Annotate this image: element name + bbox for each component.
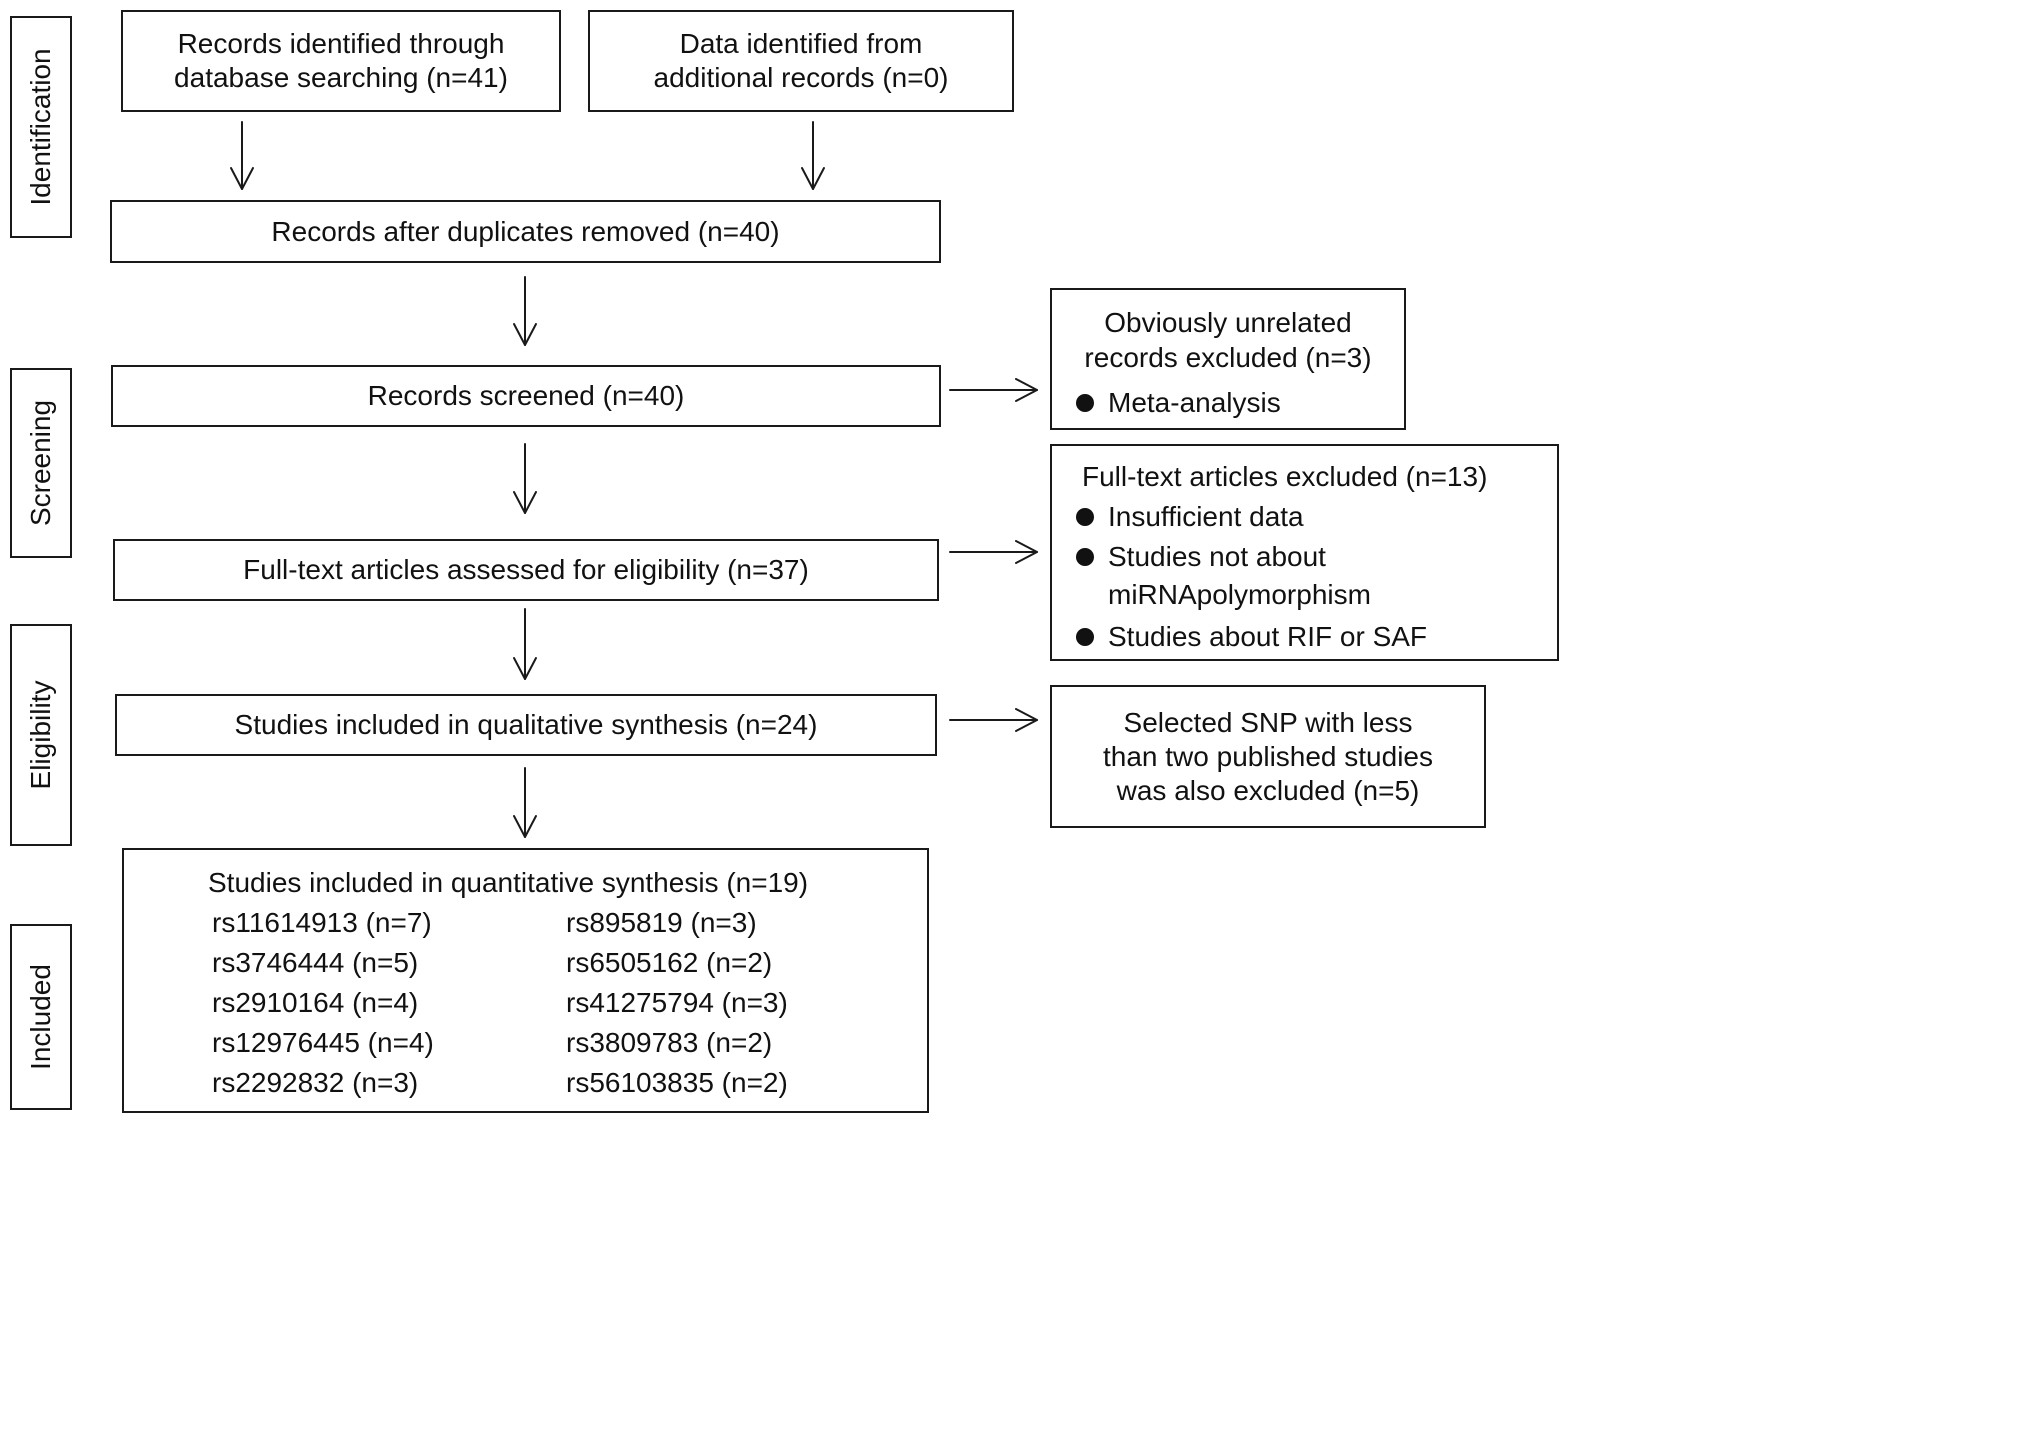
box-quantitative-synthesis: Studies included in quantitative synthes… — [122, 848, 929, 1113]
snp-right-2: rs6505162 (n=2) — [566, 947, 773, 978]
after-duplicates-text: Records after duplicates removed (n=40) — [271, 215, 780, 247]
phase-screening: Screening — [10, 368, 72, 558]
snp-right-4: rs3809783 (n=2) — [566, 1027, 773, 1058]
snp-left-3: rs2910164 (n=4) — [212, 987, 419, 1018]
additional-records-line2: additional records (n=0) — [653, 62, 949, 93]
arrow-database-to-duplicates — [230, 121, 254, 190]
bullet-rif-or-saf: Studies about RIF or SAF — [1076, 620, 1427, 654]
phase-eligibility: Eligibility — [10, 624, 72, 846]
bullet-dot — [1076, 508, 1094, 526]
box-excluded-unrelated: Obviously unrelated records excluded (n=… — [1050, 288, 1406, 430]
bullet-not-about-mirna: Studies not about — [1076, 540, 1326, 574]
arrow-screened-to-full-text — [513, 443, 537, 514]
excluded-unrelated-line2: records excluded (n=3) — [1084, 342, 1372, 373]
phase-included: Included — [10, 924, 72, 1110]
snp-left-5: rs2292832 (n=3) — [212, 1067, 419, 1098]
arrow-full-text-to-excluded — [949, 540, 1038, 564]
box-excluded-snp: Selected SNP with less than two publishe… — [1050, 685, 1486, 828]
snp-left-1: rs11614913 (n=7) — [212, 907, 432, 938]
flow-arrows — [230, 121, 1038, 838]
qualitative-synthesis-text: Studies included in qualitative synthesi… — [234, 709, 818, 740]
arrow-additional-to-duplicates — [801, 121, 825, 190]
arrow-qualitative-to-excluded — [949, 708, 1038, 732]
box-excluded-full-text: Full-text articles excluded (n=13) Insuf… — [1050, 444, 1559, 661]
snp-right-5: rs56103835 (n=2) — [566, 1067, 788, 1098]
database-records-line2: database searching (n=41) — [174, 62, 508, 93]
snp-left-4: rs12976445 (n=4) — [212, 1027, 434, 1058]
additional-records-line1: Data identified from — [679, 28, 923, 59]
arrow-screened-to-excluded — [949, 378, 1038, 402]
excluded-snp-line3: was also excluded (n=5) — [1116, 774, 1420, 806]
bullet-meta-analysis: Meta-analysis — [1076, 386, 1281, 420]
excluded-unrelated-line1: Obviously unrelated — [1104, 307, 1352, 338]
full-text-assessed-text: Full-text articles assessed for eligibil… — [243, 554, 809, 585]
excluded-snp-line2: than two published studies — [1103, 740, 1433, 772]
phase-identification: Identification — [10, 16, 72, 238]
box-records-screened: Records screened (n=40) — [111, 365, 941, 427]
arrow-full-text-to-qualitative — [513, 608, 537, 680]
bullet-rif-or-saf-text: Studies about RIF or SAF — [1108, 621, 1428, 652]
snp-right-3: rs41275794 (n=3) — [566, 987, 788, 1018]
bullet-insufficient-data: Insufficient data — [1076, 500, 1304, 534]
excluded-full-text-title: Full-text articles excluded (n=13) — [1082, 461, 1488, 492]
arrow-duplicates-to-screened — [513, 276, 537, 346]
snp-right-1: rs895819 (n=3) — [566, 907, 757, 938]
box-qualitative-synthesis: Studies included in qualitative synthesi… — [115, 694, 937, 756]
bullet-not-about-mirna-line2: miRNApolymorphism — [1108, 579, 1371, 610]
box-after-duplicates: Records after duplicates removed (n=40) — [110, 200, 941, 263]
bullet-dot — [1076, 394, 1094, 412]
arrow-qualitative-to-quantitative — [513, 767, 537, 838]
snp-left-2: rs3746444 (n=5) — [212, 947, 419, 978]
bullet-dot — [1076, 548, 1094, 566]
excluded-snp-line1: Selected SNP with less — [1123, 706, 1413, 738]
box-database-records: Records identified through database sear… — [121, 10, 561, 112]
bullet-meta-analysis-text: Meta-analysis — [1108, 387, 1281, 418]
quantitative-synthesis-title: Studies included in quantitative synthes… — [208, 867, 809, 898]
box-full-text-assessed: Full-text articles assessed for eligibil… — [113, 539, 939, 601]
bullet-not-about-mirna-line1: Studies not about — [1108, 541, 1326, 572]
bullet-dot — [1076, 628, 1094, 646]
records-screened-text: Records screened (n=40) — [367, 380, 685, 411]
bullet-insufficient-data-text: Insufficient data — [1108, 501, 1304, 532]
database-records-line1: Records identified through — [177, 28, 505, 59]
box-additional-records: Data identified from additional records … — [588, 10, 1014, 112]
